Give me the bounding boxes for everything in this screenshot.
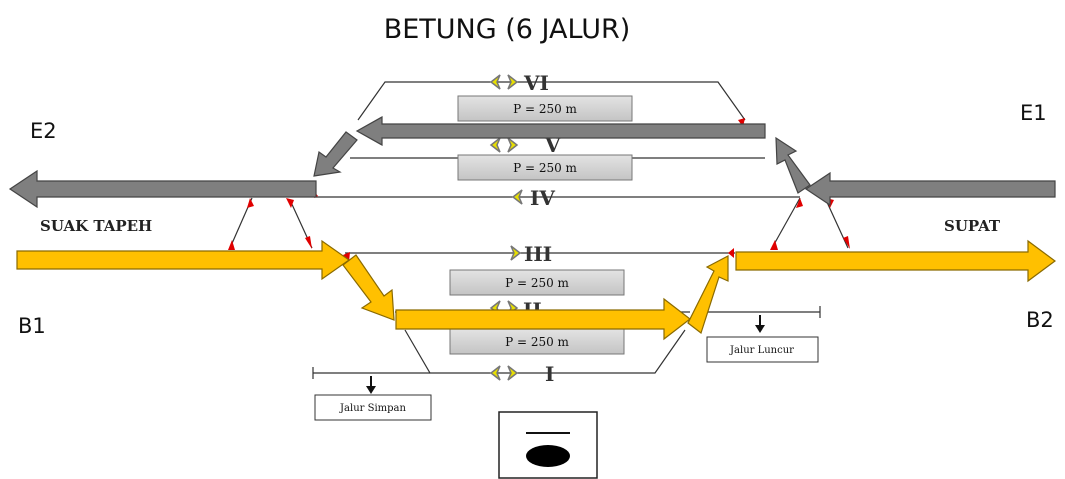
switch-mark <box>728 248 734 258</box>
station-label-left: SUAK TAPEH <box>40 217 152 235</box>
route-b-arrow-track-ii <box>395 297 691 341</box>
track-number-vi: VI <box>523 71 549 95</box>
track-number-iii-group: III <box>510 242 552 266</box>
signal-left-icon <box>489 137 501 153</box>
platform-ii-label: P = 250 m <box>505 335 569 349</box>
signal-right-icon <box>507 365 519 381</box>
end-label-e2: E2 <box>30 119 57 143</box>
siding-luncur-label: Jalur Luncur <box>729 345 794 356</box>
track-line-vi <box>357 81 746 121</box>
diagram-title: BETUNG (6 JALUR) <box>384 14 631 45</box>
route-b-arrow-b2-exit <box>735 239 1057 283</box>
track-number-i: I <box>545 362 554 386</box>
route-e-arrow-down-left <box>313 131 358 177</box>
switch-mark <box>247 198 254 208</box>
platform-vi-label: P = 250 m <box>513 102 577 116</box>
route-e-arrow-track-v <box>355 115 766 147</box>
route-b-arrow-b1-entry <box>16 239 351 281</box>
end-label-b1: B1 <box>18 314 46 338</box>
end-label-b2: B2 <box>1026 308 1054 332</box>
switch-mark <box>305 236 312 249</box>
route-e-arrow-up-right <box>775 136 811 194</box>
route-b-arrows <box>16 239 1057 341</box>
crossover-right-b <box>825 199 849 249</box>
route-b-arrow-down-right <box>342 254 395 321</box>
platforms: P = 250 m P = 250 m P = 250 m P = 250 m <box>449 95 633 355</box>
signal-left-icon <box>511 189 523 205</box>
switch-mark <box>228 240 235 250</box>
platform-v-label: P = 250 m <box>513 161 577 175</box>
track-number-iii: III <box>524 242 552 266</box>
signal-right-icon <box>507 74 519 90</box>
switch-mark <box>843 236 850 249</box>
station-building-icon <box>498 411 598 479</box>
siding-simpan-box <box>314 394 432 421</box>
signal-right-icon <box>507 137 519 153</box>
siding-luncur-box <box>706 336 819 363</box>
switch-mark <box>770 240 778 250</box>
track-number-v: V <box>544 133 561 157</box>
platform-v <box>457 154 633 181</box>
end-label-e1: E1 <box>1020 101 1047 125</box>
down-arrow-icon <box>755 325 765 333</box>
station-label-right: SUPAT <box>944 217 1001 235</box>
signal-left-icon <box>489 365 501 381</box>
switch-mark <box>286 198 294 208</box>
siding-simpan-label: Jalur Simpan <box>339 403 406 414</box>
siding-luncur: Jalur Luncur <box>706 315 819 363</box>
route-e-arrows <box>8 115 1056 209</box>
platform-iii-label: P = 250 m <box>505 276 569 290</box>
crossover-right-a <box>771 197 801 249</box>
switch-mark <box>796 198 803 208</box>
platform-vi <box>457 95 633 122</box>
platform-iii <box>449 269 625 296</box>
route-b-arrow-up-right <box>687 255 729 334</box>
track-number-i-group: I <box>489 362 554 386</box>
track-number-iv-group: IV <box>511 186 555 210</box>
siding-simpan: Jalur Simpan <box>314 376 432 421</box>
track-number-iv: IV <box>530 186 555 210</box>
route-e-arrow-e1-entry <box>804 171 1056 207</box>
track-number-v-group: V <box>489 133 561 157</box>
signal-left-icon <box>489 74 501 90</box>
track-line-i <box>404 329 686 374</box>
down-arrow-icon <box>366 386 376 394</box>
signal-right-icon <box>510 245 522 261</box>
route-e-arrow-e2-exit <box>8 169 317 209</box>
track-number-vi-group: VI <box>489 71 549 95</box>
